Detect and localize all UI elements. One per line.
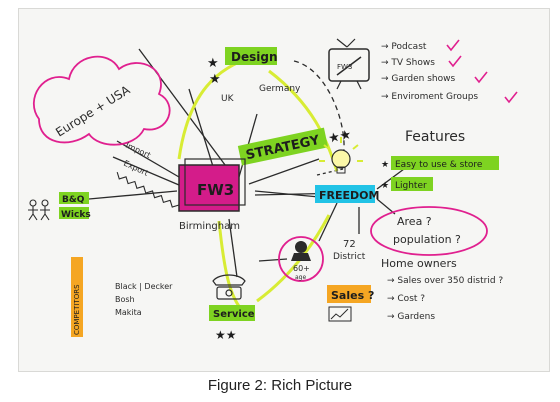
sales-node: Sales ? [327,285,374,322]
cloud-label: Europe + USA [53,82,133,139]
design-label: Design [231,50,278,64]
star-icon: ★★ [215,328,237,342]
homeowner-item: → Sales over 350 distrid ? [387,276,503,286]
rich-picture-photo: Europe + USA Import Export Design ★ ★ UK… [18,8,550,372]
homeowners-list: → Sales over 350 distrid ? → Cost ? → Ga… [387,276,503,322]
star-icon: ★ [209,72,221,87]
competitor-item: Makita [115,308,142,317]
rich-picture-sketch: Europe + USA Import Export Design ★ ★ UK… [28,38,518,342]
sales-label: Sales ? [331,289,374,302]
homeowner-item: → Gardens [387,312,435,322]
uk-label: UK [221,94,235,104]
tv-icon: FW3 [328,38,370,90]
age-label: 60+ [293,264,310,273]
district-number: 72 [343,239,356,250]
star-icon: ★ [381,181,389,191]
fw3-node: FW3 [178,158,246,212]
export-label: Export [122,159,150,178]
import-label: Import [124,141,152,160]
europe-usa-cloud: Europe + USA [33,55,171,146]
area-label: Area ? [397,215,432,228]
star-icon: ★★ [327,127,353,147]
germany-label: Germany [259,84,301,94]
freedom-node: FREEDOM [315,185,379,203]
wicks-label: Wicks [61,210,91,220]
birmingham-label: Birmingham [179,221,240,232]
media-item: → Garden shows [381,74,456,84]
bq-wicks-node: B&Q Wicks [28,192,91,221]
population-label: population ? [393,233,461,246]
features-list: ★ Easy to use & store ★ Lighter [381,156,499,191]
lightbulb-icon [319,137,363,174]
tv-label: FW3 [337,63,352,71]
media-item: → Enviroment Groups [381,92,478,102]
freedom-label: FREEDOM [319,189,379,202]
competitor-item: Black | Decker [115,282,173,291]
feature-item: Lighter [395,181,427,191]
media-item: → Podcast [381,42,427,52]
figure-caption: Figure 2: Rich Picture [207,377,353,394]
age-group-node: 60+ age [278,236,324,282]
features-title: Features [405,129,465,145]
telephone-icon [212,274,246,300]
design-node: Design ★ ★ [207,47,278,87]
competitors-list: Black | Decker Bosh Makita [115,282,173,317]
zigzag-line [116,171,180,208]
feature-item: Easy to use & store [395,160,483,170]
area-population-bubble: Area ? population ? [370,206,488,256]
people-icon [28,199,50,221]
media-list: → Podcast → TV Shows → Garden shows → En… [381,42,478,102]
age-sub-label: age [295,274,306,281]
service-node: Service ★★ [209,274,255,342]
bq-label: B&Q [62,195,85,205]
competitors-node: COMPETITORS [71,257,83,337]
star-icon: ★ [207,56,219,71]
competitor-item: Bosh [115,295,135,304]
homeowner-item: → Cost ? [387,294,425,304]
service-label: Service [213,309,255,320]
competitors-label: COMPETITORS [73,284,81,335]
district-label: District [333,252,366,262]
fw3-label: FW3 [197,181,234,199]
media-item: → TV Shows [381,58,435,68]
pink-checkmarks [446,39,518,104]
homeowners-title: Home owners [381,257,457,270]
star-icon: ★ [381,160,389,170]
